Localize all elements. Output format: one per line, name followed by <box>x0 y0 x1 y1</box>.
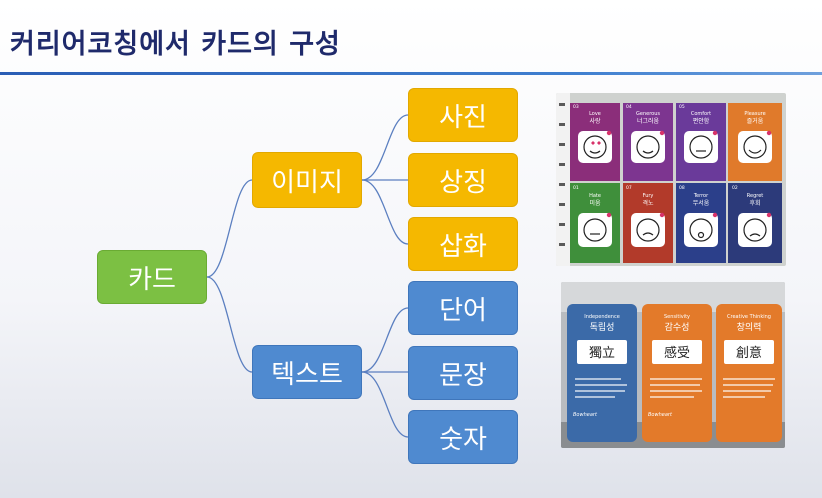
card-pleasure-ko: 즐거움 <box>747 117 764 125</box>
node-text: 텍스트 <box>252 345 362 399</box>
card-fury-ko: 격노 <box>642 200 654 207</box>
svg-text:02: 02 <box>732 185 738 191</box>
card-regret-ko: 후회 <box>749 199 760 207</box>
connector-text-word <box>362 308 408 372</box>
card-independence-hanja: 獨立 <box>589 346 615 361</box>
card-love-ko: 사랑 <box>589 117 601 125</box>
value-cards-photo: Independence 독립성 Sensitivity 감수성 Creativ… <box>561 282 785 448</box>
node-sentence: 문장 <box>408 346 518 400</box>
card-independence-en: Independence <box>584 314 620 320</box>
card-independence-ko: 독립성 <box>590 322 615 333</box>
connector-root-image <box>207 180 252 277</box>
card-terror-en: Terror <box>693 193 709 199</box>
connector-image-illustration <box>362 180 408 244</box>
node-symbol: 상징 <box>408 153 518 207</box>
card-generous-en: Generous <box>636 111 660 117</box>
node-illustration: 삽화 <box>408 217 518 271</box>
card-comfort-ko: 편안함 <box>693 117 710 125</box>
card-sensitivity-hanja: 感受 <box>664 345 690 361</box>
card-regret-en: Regret <box>747 193 764 199</box>
card-creative-ko: 창의력 <box>737 321 762 333</box>
svg-text:03: 03 <box>573 104 579 110</box>
card-love-en: Love <box>589 111 601 117</box>
connector-image-photo <box>362 115 408 180</box>
svg-text:Bowheart: Bowheart <box>648 412 673 418</box>
emotion-cards-photo: Love 사랑 Generous 너그러움 Comfort 편안함 Pleasu… <box>556 93 786 266</box>
node-photo: 사진 <box>408 88 518 142</box>
svg-text:01: 01 <box>573 185 579 191</box>
card-hate-ko: 미움 <box>589 199 601 207</box>
node-card: 카드 <box>97 250 207 304</box>
svg-text:05: 05 <box>679 104 685 110</box>
card-hate-en: Hate <box>589 193 601 199</box>
card-generous-ko: 너그러움 <box>637 117 660 125</box>
card-sensitivity-ko: 감수성 <box>665 321 690 333</box>
node-word: 단어 <box>408 281 518 335</box>
card-fury-en: Fury <box>643 193 654 199</box>
svg-text:04: 04 <box>626 104 632 110</box>
node-image: 이미지 <box>252 152 362 208</box>
connector-root-text <box>207 277 252 372</box>
card-pleasure-en: Pleasure <box>744 111 765 117</box>
connector-text-number <box>362 372 408 437</box>
node-number: 숫자 <box>408 410 518 464</box>
card-creative-hanja: 創意 <box>736 345 762 361</box>
card-terror-ko: 무서움 <box>693 199 710 207</box>
svg-text:Bowheart: Bowheart <box>573 412 598 418</box>
svg-text:07: 07 <box>626 185 632 191</box>
card-comfort-en: Comfort <box>691 111 711 117</box>
card-sensitivity-en: Sensitivity <box>664 314 690 320</box>
card-creative-en: Creative Thinking <box>727 314 771 320</box>
svg-text:08: 08 <box>679 185 685 191</box>
